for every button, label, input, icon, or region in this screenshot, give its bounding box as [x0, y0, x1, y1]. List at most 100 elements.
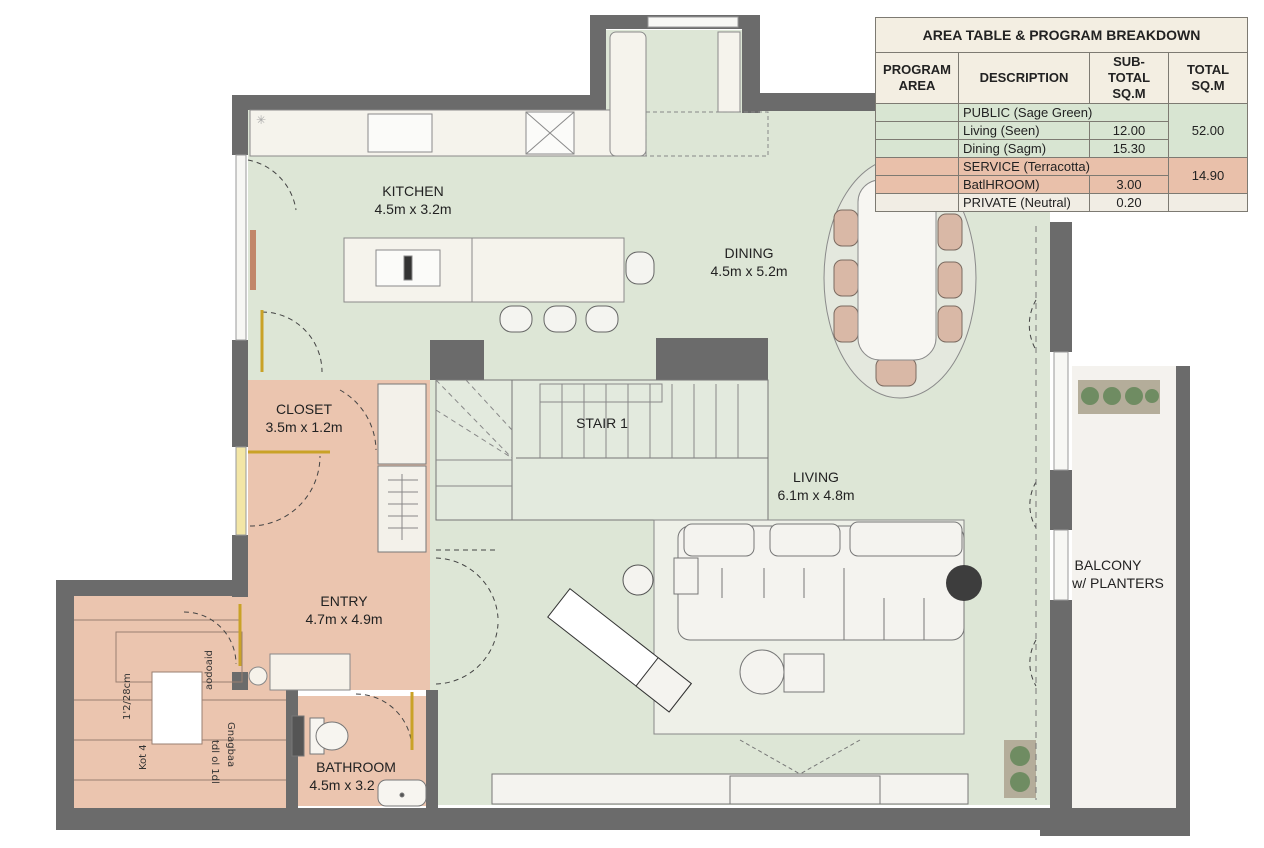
door-leaves — [238, 310, 414, 750]
door-swing — [247, 159, 297, 211]
column-header: DESCRIPTION — [958, 52, 1090, 104]
column-header: TOTAL SQ.M — [1168, 52, 1248, 104]
wall — [232, 385, 248, 447]
wall — [426, 690, 438, 810]
room-name-bathroom: BATHROOM — [316, 759, 396, 775]
room-sub-balcony: w/ PLANTERS — [1071, 575, 1164, 591]
lower-stair — [74, 619, 286, 781]
wall — [742, 93, 876, 111]
side-table — [673, 557, 699, 595]
toilet-bowl — [315, 721, 349, 751]
window — [647, 16, 739, 28]
door-swing — [249, 455, 321, 527]
public-total: 52.00 — [1168, 103, 1248, 158]
stair-note: tdl ol 1dl — [209, 740, 220, 784]
service-total: 14.90 — [1168, 157, 1248, 194]
stair-note: 1'2/28cm — [122, 673, 133, 720]
wall — [1050, 600, 1072, 830]
stair-note: Kot 4 — [138, 744, 149, 770]
wall — [56, 808, 1056, 830]
room-dims-closet: 3.5m x 1.2m — [265, 419, 342, 435]
wall — [742, 15, 760, 113]
group-label-private: PRIVATE (Neutral) — [958, 193, 1090, 212]
window — [1053, 351, 1069, 471]
room-name-living: LIVING — [793, 469, 839, 485]
kitchen-counter — [249, 31, 741, 303]
room-dims-dining: 4.5m x 5.2m — [710, 263, 787, 279]
ottoman — [783, 653, 825, 693]
bath-cabinet — [291, 715, 305, 757]
heater — [250, 230, 256, 290]
wall — [232, 95, 248, 155]
door-swing — [261, 311, 323, 373]
tv-console — [491, 739, 969, 805]
lounge-chair — [547, 588, 692, 713]
table-cell — [875, 157, 959, 176]
wall — [656, 338, 768, 382]
door-swing — [1028, 299, 1037, 351]
entry-bench — [269, 653, 351, 691]
wall — [232, 672, 248, 690]
dining-service-zone — [645, 111, 769, 157]
table-cell — [875, 121, 959, 140]
table-cell — [875, 175, 959, 194]
room-dims-bathroom: 4.5m x 3.2 — [309, 777, 375, 793]
dining-set — [823, 157, 977, 399]
entry-plant — [248, 666, 268, 686]
room-dims-kitchen: 4.5m x 3.2m — [374, 201, 451, 217]
walls — [56, 15, 1190, 836]
sink — [367, 113, 433, 153]
coffee-table — [739, 649, 785, 695]
floor-lamp — [946, 565, 982, 601]
star-glyph: ✳ — [256, 113, 266, 127]
room-dims-entry: 4.7m x 4.9m — [305, 611, 382, 627]
wall — [232, 95, 604, 110]
doors — [183, 159, 1037, 800]
bar-stools — [499, 251, 655, 333]
living-furniture — [547, 519, 982, 735]
plant-pot — [622, 564, 654, 596]
balcony-floor — [1072, 366, 1176, 824]
room-name-entry: ENTRY — [320, 593, 368, 609]
bathroom-fixtures — [291, 715, 427, 807]
windows — [235, 16, 1069, 601]
column-header: PROGRAM AREA — [875, 52, 959, 104]
door-swing — [183, 611, 237, 665]
area-table-title: AREA TABLE & PROGRAM BREAKDOWN — [875, 17, 1248, 53]
sofa — [677, 521, 965, 641]
lower-stair-notes: 1'2/28cm Kot 4 tdl ol 1dl Gnagbaa aodoai… — [122, 650, 236, 784]
room-name-stair: STAIR 1 — [576, 415, 628, 431]
door-swing — [339, 389, 377, 451]
row-description: Dining (Sagm) — [958, 139, 1090, 158]
table-cell — [875, 193, 959, 212]
room-name-closet: CLOSET — [276, 401, 332, 417]
table-cell — [875, 103, 959, 122]
stair-note: aodoaid — [204, 650, 215, 690]
room-name-balcony: BALCONY — [1075, 557, 1143, 573]
wall — [590, 15, 606, 113]
row-subtotal: 0.20 — [1089, 193, 1169, 212]
door-swing — [435, 557, 499, 619]
door-swing — [1029, 481, 1037, 529]
door-swing — [355, 693, 413, 751]
group-label-public: PUBLIC (Sage Green) — [958, 103, 1169, 122]
row-subtotal: 12.00 — [1089, 121, 1169, 140]
stair-note: Gnagbaa — [225, 722, 236, 767]
door-swing — [1029, 639, 1037, 687]
room-name-kitchen: KITCHEN — [382, 183, 443, 199]
wall — [56, 580, 248, 596]
balcony-planters — [1004, 380, 1160, 798]
room-name-dining: DINING — [725, 245, 774, 261]
row-subtotal: 3.00 — [1089, 175, 1169, 194]
door-swing — [435, 623, 499, 685]
group-label-service: SERVICE (Terracotta) — [958, 157, 1169, 176]
row-subtotal: 15.30 — [1089, 139, 1169, 158]
window — [235, 154, 247, 341]
closet-shelving — [377, 383, 427, 553]
wall — [1050, 470, 1072, 530]
room-labels: KITCHEN 4.5m x 3.2m DINING 4.5m x 5.2m C… — [265, 183, 1163, 793]
wall — [1176, 366, 1190, 836]
stair-1 — [435, 379, 769, 521]
wall — [430, 340, 484, 380]
